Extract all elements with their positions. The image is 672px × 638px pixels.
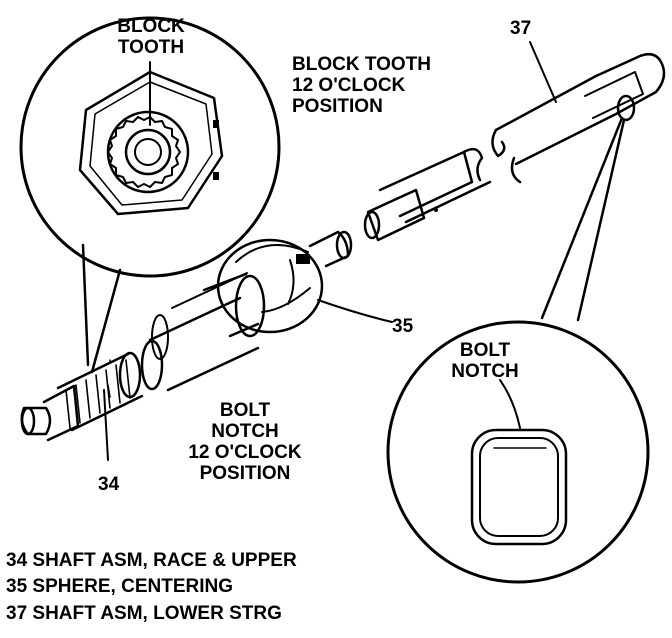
label-line: 12 O'CLOCK bbox=[292, 75, 406, 96]
label-line: BLOCK TOOTH bbox=[292, 54, 431, 75]
label-block-tooth-inset: BLOCK TOOTH bbox=[108, 16, 194, 58]
label-line: BOLT bbox=[459, 340, 511, 361]
label-line: POSITION bbox=[199, 463, 291, 484]
label-line: POSITION bbox=[292, 96, 383, 117]
label-line: NOTCH bbox=[211, 421, 279, 442]
block-tooth-inset bbox=[19, 16, 281, 278]
label-line: BOLT bbox=[219, 400, 271, 421]
callout-34: 34 bbox=[98, 474, 120, 495]
label-block-tooth-position: BLOCK TOOTH 12 O'CLOCK POSITION bbox=[292, 54, 431, 117]
sphere-35 bbox=[216, 230, 393, 334]
shaft-37 bbox=[491, 41, 666, 322]
legend-item-37: 37 SHAFT ASM, LOWER STRG bbox=[6, 603, 282, 624]
bolt-notch-inset bbox=[386, 320, 650, 584]
label-line: TOOTH bbox=[117, 37, 185, 58]
intermediate-shaft bbox=[363, 147, 492, 242]
label-line: 12 O'CLOCK bbox=[188, 442, 302, 463]
legend-item-34: 34 SHAFT ASM, RACE & UPPER bbox=[6, 550, 297, 571]
label-bolt-notch-inset: BOLT NOTCH bbox=[440, 340, 530, 382]
label-line: BLOCK bbox=[117, 16, 185, 37]
legend-item-35: 35 SPHERE, CENTERING bbox=[6, 576, 233, 597]
callout-35: 35 bbox=[392, 316, 414, 337]
label-bolt-notch-position: BOLT NOTCH 12 O'CLOCK POSITION bbox=[170, 400, 320, 484]
shaft-34 bbox=[20, 272, 266, 442]
inset-circle-top bbox=[19, 16, 281, 278]
callout-37: 37 bbox=[510, 18, 532, 39]
label-line: NOTCH bbox=[451, 361, 519, 382]
